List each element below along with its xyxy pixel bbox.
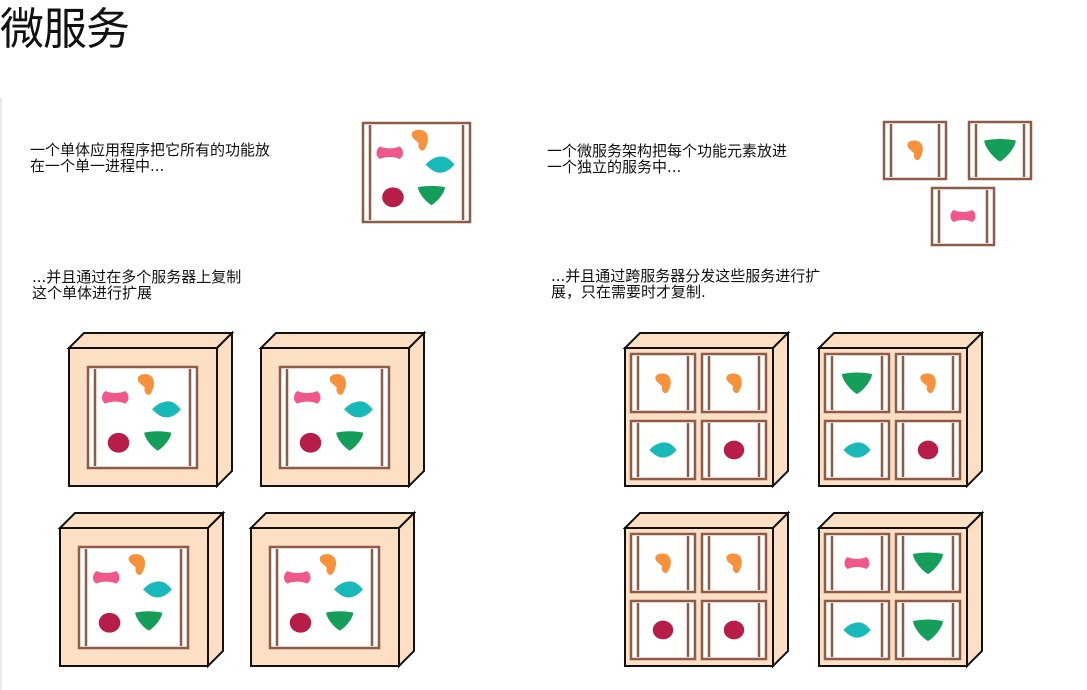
pink-service-shape: [376, 146, 404, 159]
green-service-shape: [336, 431, 364, 451]
teal-service-shape: [334, 581, 363, 598]
server-side-face: [772, 510, 789, 669]
teal-service-shape: [425, 156, 455, 173]
orange-service-shape: [329, 374, 347, 395]
crimson-service-shape: [299, 432, 322, 453]
crimson-service-shape: [107, 432, 130, 453]
caption-micro-line1: 一个微服务架构把每个功能元素放进: [547, 142, 788, 160]
orange-service-shape: [726, 373, 742, 394]
server-top-face: [622, 332, 791, 349]
orange-service-shape: [137, 374, 155, 395]
monolith-server-3: [57, 510, 226, 669]
caption-monolith-scale-line2: 这个单体进行扩展: [32, 284, 153, 302]
pink-service-shape: [950, 210, 976, 222]
caption-monolith-line2: 在一个单一进程中...: [30, 157, 165, 175]
green-service-shape: [417, 185, 445, 206]
crimson-service-shape: [382, 187, 404, 208]
green-service-shape: [913, 619, 943, 641]
teal-service-shape: [843, 442, 871, 458]
microservice-server-2: [816, 330, 985, 489]
server-side-face: [772, 330, 789, 489]
microservice-server-1: [622, 330, 791, 489]
monolith-server-2: [258, 330, 427, 489]
teal-service-shape: [143, 581, 172, 598]
crimson-service-shape: [723, 620, 745, 640]
server-side-face: [207, 510, 224, 669]
microservice-server-3: [622, 510, 791, 669]
server-side-face: [966, 510, 983, 669]
monolith-server-4: [248, 510, 417, 669]
orange-service-shape: [128, 554, 146, 575]
server-side-face: [398, 510, 415, 669]
crimson-service-shape: [289, 612, 312, 633]
teal-service-shape: [152, 401, 181, 418]
green-service-shape: [842, 372, 872, 394]
service-instance-box: [629, 419, 697, 481]
monolith-process: [361, 121, 472, 224]
server-side-face: [408, 330, 425, 489]
teal-service-shape: [649, 442, 677, 458]
server-top-face: [66, 332, 235, 349]
crimson-service-shape: [652, 620, 674, 640]
caption-monolith-scale-line1: ...并且通过在多个服务器上复制: [32, 268, 242, 286]
microservice-server-4: [816, 510, 985, 669]
orange-service-shape: [907, 140, 923, 161]
monolith-server-1: [66, 330, 235, 489]
pink-service-shape: [283, 571, 311, 584]
orange-service-shape: [920, 373, 936, 394]
pink-service-shape: [293, 391, 321, 404]
left-border: [0, 98, 2, 690]
green-service-shape: [984, 138, 1016, 162]
pink-service-shape: [101, 391, 129, 404]
caption-micro-scale-line1: ...并且通过跨服务器分发这些服务进行扩: [551, 267, 821, 285]
green-service-shape: [913, 552, 943, 574]
server-side-face: [216, 330, 233, 489]
green-service-shape: [135, 611, 163, 631]
orange-service-shape: [726, 553, 742, 574]
crimson-service-shape: [98, 612, 121, 633]
crimson-service-shape: [723, 440, 745, 460]
crimson-service-shape: [917, 440, 939, 460]
orange-service-shape: [319, 554, 337, 575]
service-instance-box: [823, 532, 891, 594]
server-top-face: [816, 332, 985, 349]
server-top-face: [57, 512, 226, 529]
caption-monolith-line1: 一个单体应用程序把它所有的功能放: [30, 141, 271, 159]
server-side-face: [966, 330, 983, 489]
server-top-face: [248, 512, 417, 529]
page-title: 微服务: [0, 4, 130, 55]
teal-service-shape: [843, 622, 871, 638]
green-service-shape: [326, 611, 354, 631]
orange-service-shape: [655, 373, 671, 394]
green-service-shape: [144, 431, 172, 451]
teal-service-shape: [344, 401, 373, 418]
pink-service-shape: [844, 557, 870, 569]
microservice-processes: [882, 120, 1033, 247]
caption-micro-line2: 一个独立的服务中...: [547, 158, 682, 176]
server-top-face: [816, 512, 985, 529]
pink-service-shape: [92, 571, 120, 584]
orange-service-shape: [655, 553, 671, 574]
service-instance-box: [823, 419, 891, 481]
caption-micro-scale-line2: 展，只在需要时才复制.: [551, 283, 706, 301]
server-top-face: [258, 332, 427, 349]
orange-service-shape: [411, 129, 428, 151]
server-top-face: [622, 512, 791, 529]
